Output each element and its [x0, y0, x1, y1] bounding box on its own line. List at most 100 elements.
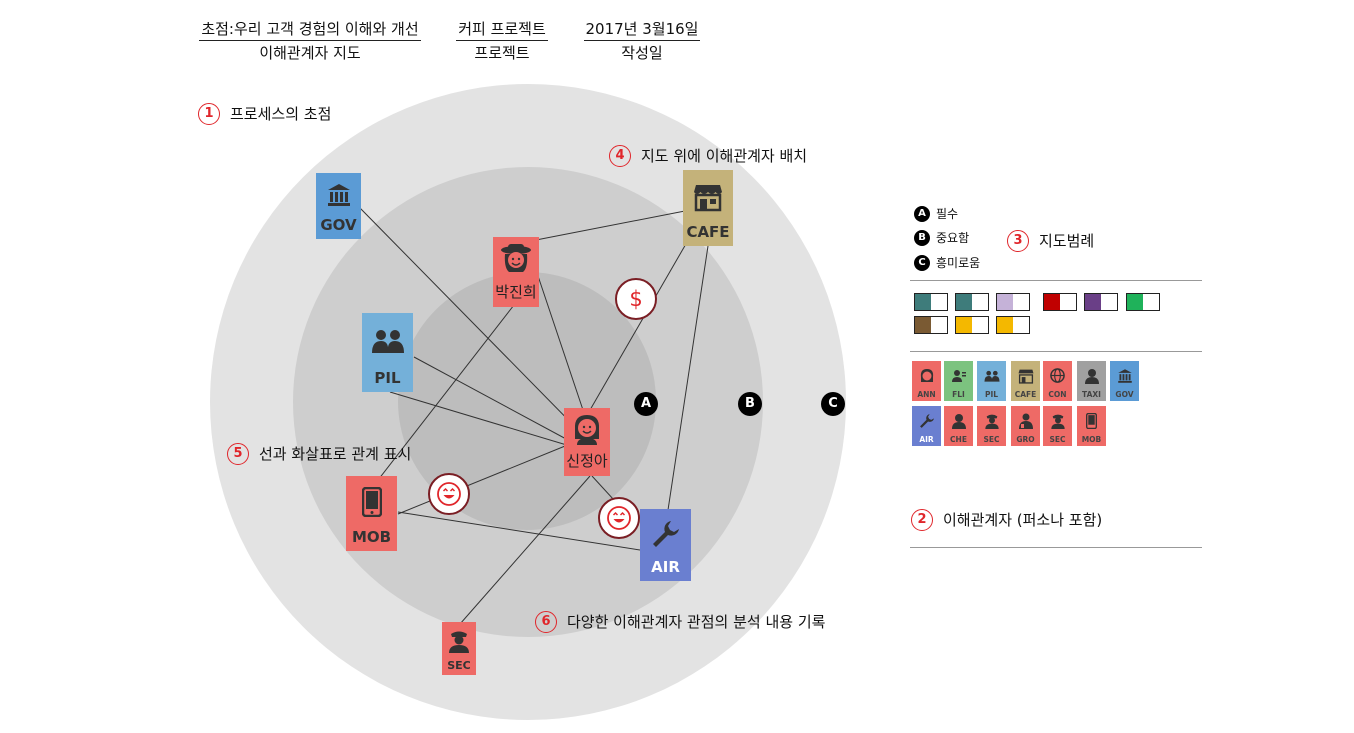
person-icon: [951, 406, 967, 435]
stakeholder-shin-jeonga[interactable]: 신정아: [564, 408, 610, 476]
stakeholder-sec[interactable]: SEC: [442, 622, 476, 675]
legend-divider: [910, 351, 1202, 352]
stakeholder-tile-mob[interactable]: MOB: [1077, 406, 1106, 446]
tile-label: CAFE: [1014, 390, 1037, 399]
swatch-fill: [956, 294, 972, 310]
color-swatch: [996, 293, 1030, 311]
persona-icon: [919, 361, 935, 390]
tile-label: MOB: [1081, 435, 1102, 444]
annotation-text-5: 선과 화살표로 관계 표시: [259, 445, 412, 463]
stakeholder-label: AIR: [651, 558, 680, 576]
line-mob-shin: [397, 443, 571, 515]
swatch-fill: [997, 294, 1013, 310]
swatch-blank: [972, 317, 988, 333]
stakeholder-tile-pil[interactable]: PIL: [977, 361, 1006, 401]
header-focus: 초점:우리 고객 경험의 이해와 개선 이해관계자 지도: [196, 20, 424, 63]
color-swatch: [955, 316, 989, 334]
legend-item-a: A 필수: [914, 206, 958, 222]
group-person-icon: [1018, 406, 1034, 435]
stakeholder-label: CAFE: [686, 223, 730, 241]
swatch-blank: [931, 317, 947, 333]
swatch-blank: [972, 294, 988, 310]
annotation-text-4: 지도 위에 이해관계자 배치: [641, 147, 808, 165]
stakeholder-tile-fli[interactable]: FLI: [944, 361, 973, 401]
annotation-number-5: 5: [227, 443, 249, 465]
tile-label: CON: [1048, 390, 1067, 399]
svg-text:$: $: [629, 287, 642, 311]
legend-divider: [910, 280, 1202, 281]
legend-letter: B: [914, 230, 930, 246]
security-guard-icon: [984, 406, 1000, 435]
stakeholder-tile-che[interactable]: CHE: [944, 406, 973, 446]
swatch-blank: [931, 294, 947, 310]
date-value: 2017년 3월16일: [583, 20, 701, 41]
people-pair-icon: [983, 361, 1000, 390]
line-gov-shin: [359, 207, 589, 441]
person-icon: [1084, 361, 1100, 390]
tile-label: AIR: [919, 435, 934, 444]
stakeholder-tile-gov[interactable]: GOV: [1110, 361, 1139, 401]
stakeholder-tile-gro[interactable]: GRO: [1011, 406, 1040, 446]
stakeholder-label: 박진희: [495, 283, 537, 301]
project-caption: 프로젝트: [474, 44, 530, 62]
color-swatch: [914, 316, 948, 334]
stakeholder-cafe[interactable]: CAFE: [683, 170, 733, 246]
user-card-icon: [951, 361, 967, 390]
dollar-icon: $: [615, 278, 657, 320]
ring-label-b: B: [738, 392, 762, 416]
swatch-fill: [1127, 294, 1143, 310]
legend-text: 필수: [936, 207, 959, 221]
stakeholder-tile-air[interactable]: AIR: [912, 406, 941, 446]
focus-caption: 이해관계자 지도: [259, 44, 361, 62]
stakeholder-tile-sec[interactable]: SEC: [1043, 406, 1072, 446]
line-pil-shin-2: [389, 391, 571, 447]
stakeholder-label: GOV: [320, 216, 357, 234]
header-project: 커피 프로젝트 프로젝트: [440, 20, 564, 63]
stakeholder-air[interactable]: AIR: [640, 509, 691, 581]
stakeholder-tile-con[interactable]: CON: [1043, 361, 1072, 401]
stakeholder-mob[interactable]: MOB: [346, 476, 397, 551]
people-pair-icon: [362, 313, 413, 369]
storefront-icon: [1018, 361, 1034, 390]
swatch-blank: [1143, 294, 1159, 310]
tile-label: CHE: [950, 435, 967, 444]
tile-label: GOV: [1115, 390, 1134, 399]
stakeholder-tile-sec[interactable]: SEC: [977, 406, 1006, 446]
line-mob-air: [397, 511, 641, 551]
tile-label: FLI: [952, 390, 965, 399]
legend-letter: A: [914, 206, 930, 222]
line-shin-sec: [459, 475, 591, 625]
line-park-shin: [535, 269, 584, 411]
stakeholder-pil[interactable]: PIL: [362, 313, 413, 392]
persona-woman-hat-icon: [493, 237, 539, 281]
security-guard-icon: [442, 622, 476, 659]
happy-face-icon: [428, 473, 470, 515]
stakeholder-park-jinhee[interactable]: 박진희: [493, 237, 539, 307]
swatch-blank: [1013, 317, 1029, 333]
swatch-fill: [997, 317, 1013, 333]
government-building-icon: [316, 173, 361, 216]
annotation-text-2: 이해관계자 (퍼소나 포함): [943, 511, 1103, 529]
focus-value: 초점:우리 고객 경험의 이해와 개선: [199, 20, 421, 41]
mobile-phone-icon: [346, 476, 397, 528]
tile-label: PIL: [984, 390, 999, 399]
annotation-number-1: 1: [198, 103, 220, 125]
stakeholder-label: PIL: [374, 369, 401, 387]
line-cafe-air: [667, 245, 709, 511]
swatch-blank: [1101, 294, 1117, 310]
color-swatch: [914, 293, 948, 311]
annotation-text-1: 프로세스의 초점: [230, 105, 332, 123]
security-guard-icon: [1050, 406, 1066, 435]
line-cafe-shin: [589, 229, 695, 411]
project-value: 커피 프로젝트: [456, 20, 548, 41]
swatch-blank: [1013, 294, 1029, 310]
stakeholder-tile-cafe[interactable]: CAFE: [1011, 361, 1040, 401]
stakeholder-tile-ann[interactable]: ANN: [912, 361, 941, 401]
annotation-text-3: 지도범례: [1039, 232, 1095, 250]
legend-text: 중요함: [936, 231, 970, 245]
stakeholder-tile-taxi[interactable]: TAXI: [1077, 361, 1106, 401]
legend-item-b: B 중요함: [914, 230, 969, 246]
stakeholder-gov[interactable]: GOV: [316, 173, 361, 239]
mobile-phone-icon: [1086, 406, 1097, 435]
stakeholder-label: 신정아: [566, 452, 608, 470]
